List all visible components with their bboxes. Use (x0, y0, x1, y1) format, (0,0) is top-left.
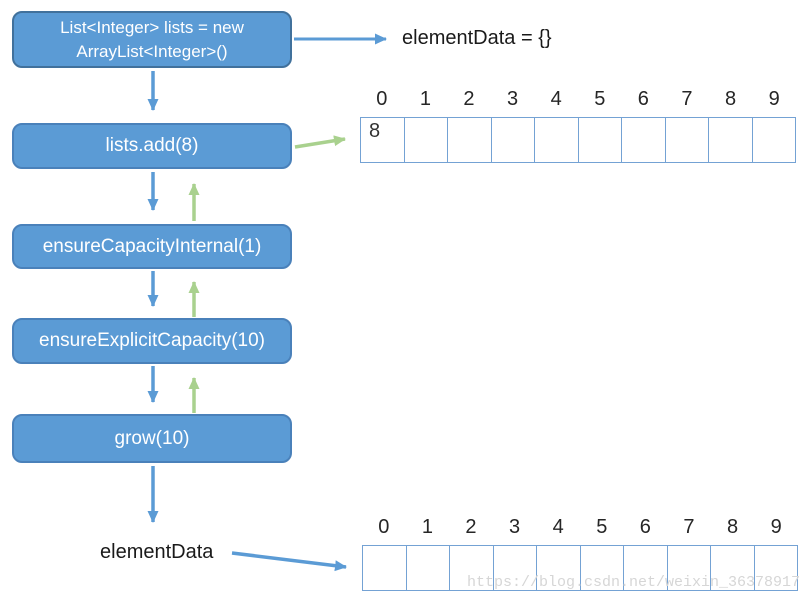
array-cell (666, 546, 711, 590)
flow-box-ensure-explicit-capacity: ensureExplicitCapacity(10) (12, 318, 292, 364)
index-label: 6 (637, 88, 649, 110)
array-cell (405, 546, 450, 590)
index-label: 0 (376, 88, 388, 110)
array-cell (753, 546, 798, 590)
index-label: 4 (550, 88, 562, 110)
array-cell (492, 546, 537, 590)
array-cell (447, 118, 491, 162)
top-array: 8 (360, 117, 796, 163)
flow-box-declare: List<Integer> lists = new ArrayList<Inte… (12, 11, 292, 68)
index-label: 4 (552, 516, 564, 538)
flow-box-grow: grow(10) (12, 414, 292, 463)
array-cell (621, 118, 665, 162)
index-label: 8 (726, 516, 739, 538)
array-cell (490, 118, 535, 162)
flow-box-lists-add: lists.add(8) (12, 123, 292, 169)
array-cell (536, 546, 580, 590)
index-label: 8 (724, 88, 737, 110)
array-cell (363, 546, 406, 590)
array-cell (534, 118, 578, 162)
array-cell: 8 (369, 120, 381, 142)
index-label: 0 (378, 516, 390, 538)
index-label: 5 (596, 516, 608, 538)
array-cell (403, 118, 448, 162)
array-cell (579, 546, 624, 590)
index-label: 7 (683, 516, 695, 538)
array-cell (710, 546, 754, 590)
array-cell (449, 546, 493, 590)
index-label: 2 (465, 516, 477, 538)
array-cell (751, 118, 796, 162)
index-label: 5 (594, 88, 606, 110)
top-array-indices: 0 1 2 3 4 5 6 7 8 9 (360, 88, 796, 111)
array-cell (577, 118, 622, 162)
arrow-add-to-top-array (294, 135, 346, 149)
bottom-array (362, 545, 798, 591)
index-label: 2 (463, 88, 475, 110)
array-cell (708, 118, 752, 162)
bottom-array-indices: 0 1 2 3 4 5 6 7 8 9 (362, 516, 798, 539)
elementdata-empty-label: elementData = {} (402, 27, 552, 49)
index-label: 1 (419, 88, 431, 110)
flow-box-ensure-capacity-internal: ensureCapacityInternal(1) (12, 224, 292, 269)
elementdata-ref-label: elementData (100, 541, 214, 563)
array-cell (664, 118, 709, 162)
index-label: 3 (509, 516, 521, 538)
arrow-elementdata-to-bottom-array (231, 551, 347, 572)
array-cell (623, 546, 667, 590)
index-label: 1 (421, 516, 433, 538)
index-label: 3 (507, 88, 519, 110)
index-label: 6 (639, 516, 651, 538)
index-label: 7 (681, 88, 693, 110)
csdn-watermark: https://blog.csdn.net/weixin_36378917 (466, 574, 800, 591)
index-label: 9 (768, 88, 780, 110)
index-label: 9 (770, 516, 782, 538)
